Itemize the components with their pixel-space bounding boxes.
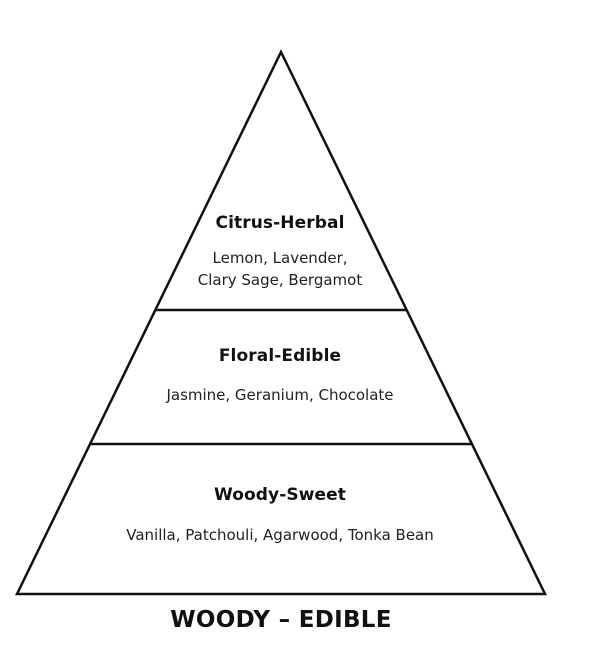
tier-bottom-title: Woody-Sweet xyxy=(213,485,347,505)
tier-top-notes-line-2: Clary Sage, Bergamot xyxy=(197,271,363,289)
tier-bottom-notes: Vanilla, Patchouli, Agarwood, Tonka Bean xyxy=(126,526,434,544)
tier-top-notes: Lemon, Lavender, Clary Sage, Bergamot xyxy=(0,247,560,291)
tier-top-notes-line-1: Lemon, Lavender, xyxy=(212,249,348,267)
pyramid-caption: WOODY – EDIBLE xyxy=(170,607,392,633)
pyramid-outline xyxy=(15,49,547,596)
tier-middle-notes: Jasmine, Geranium, Chocolate xyxy=(166,386,394,404)
tier-middle-title: Floral-Edible xyxy=(218,346,342,366)
tier-top-title: Citrus-Herbal xyxy=(215,213,345,233)
